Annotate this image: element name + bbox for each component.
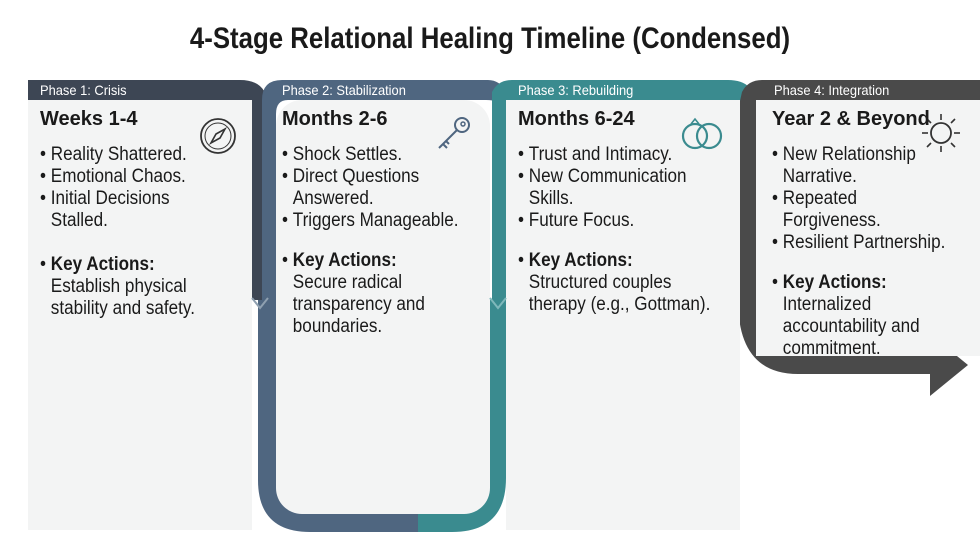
chevron-down-icon: [251, 297, 269, 310]
point-line-part: Answered.: [292, 188, 374, 209]
key-action-line: therapy (e.g., Gottman).: [528, 294, 711, 315]
phase1-column: Weeks 1-4 Reality Shattered. Emotional C…: [40, 108, 245, 320]
phase1-period: Weeks 1-4: [40, 108, 138, 130]
phase1-label: Phase 1: Crisis: [40, 82, 127, 98]
phase2-period: Months 2-6: [282, 108, 388, 130]
phase1-key-actions: Key Actions: Establish physical stabilit…: [40, 254, 225, 320]
phase2-points: Shock Settles. Direct QuestionsAnswered.…: [282, 144, 462, 232]
phase1-points: Reality Shattered. Emotional Chaos. Init…: [40, 144, 225, 232]
phase4-band: [738, 80, 980, 396]
phase2-key-actions: Key Actions: Secure radical transparency…: [282, 250, 462, 338]
point-line-part: Skills.: [528, 188, 574, 209]
chevron-down-icon: [489, 297, 507, 310]
key-action-line: Establish physical: [50, 276, 187, 297]
list-item: Resilient Partnership.: [772, 232, 952, 254]
phase4-column: Year 2 & Beyond New RelationshipNarrativ…: [772, 108, 972, 360]
key-action-line: Structured couples: [528, 272, 672, 293]
phase4-label: Phase 4: Integration: [774, 82, 890, 98]
list-item: Initial Decisions Stalled.: [40, 188, 225, 232]
list-item: Repeated Forgiveness.: [772, 188, 952, 232]
phase3-loop: [418, 80, 756, 532]
list-item: Reality Shattered.: [40, 144, 225, 166]
key-action-line: Internalized: [782, 294, 872, 315]
key-action-line: Secure radical: [292, 272, 403, 293]
key-actions-label: Key Actions:: [50, 254, 155, 275]
list-item: Triggers Manageable.: [282, 210, 462, 232]
phase4-period: Year 2 & Beyond: [772, 108, 930, 130]
key-action-line: boundaries.: [292, 316, 383, 337]
phase3-label: Phase 3: Rebuilding: [518, 82, 634, 98]
list-item: Shock Settles.: [282, 144, 462, 166]
key-action-line: stability and safety.: [50, 298, 195, 319]
phase3-key-actions: Key Actions: Structured couples therapy …: [518, 250, 712, 316]
phase2-column: Months 2-6 Shock Settles. Direct Questio…: [282, 108, 482, 338]
phase2-label: Phase 2: Stabilization: [282, 82, 406, 98]
list-item: Future Focus.: [518, 210, 712, 232]
phase3-points: Trust and Intimacy. New CommunicationSki…: [518, 144, 712, 232]
page-title: 4-Stage Relational Healing Timeline (Con…: [189, 22, 791, 55]
phase4-key-actions: Key Actions: Internalized accountability…: [772, 272, 952, 360]
point-line-part: Direct Questions: [292, 166, 420, 187]
phase3-period: Months 6-24: [518, 108, 635, 130]
key-actions-label: Key Actions:: [782, 272, 887, 293]
phase3-column: Months 6-24 Trust and Intimacy. New Comm…: [518, 108, 733, 316]
list-item: Emotional Chaos.: [40, 166, 225, 188]
point-line-part: Narrative.: [782, 166, 857, 187]
key-actions-label: Key Actions:: [292, 250, 397, 271]
key-action-line: transparency and: [292, 294, 425, 315]
key-action-line: commitment.: [782, 338, 881, 359]
key-action-line: accountability and: [782, 316, 920, 337]
point-line-part: New Communication: [528, 166, 687, 187]
key-actions-label: Key Actions:: [528, 250, 633, 271]
point-line-part: New Relationship: [782, 144, 916, 165]
list-item: Trust and Intimacy.: [518, 144, 712, 166]
